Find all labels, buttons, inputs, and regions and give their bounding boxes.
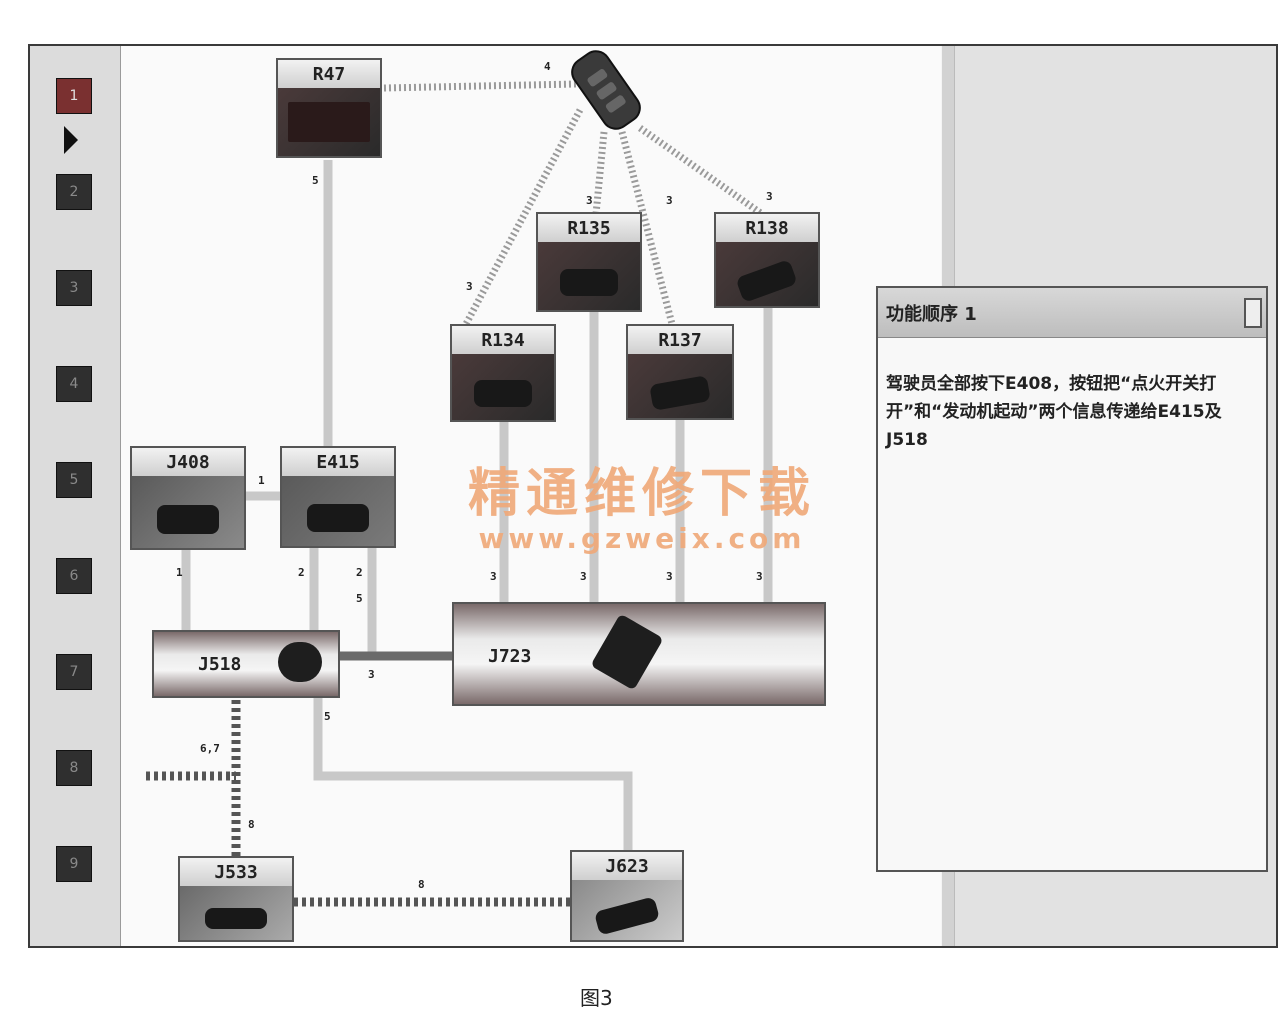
step-button-3[interactable]: 3: [56, 270, 92, 306]
key-fob-icon: [571, 50, 641, 130]
connection-label-key-r135: 3: [586, 194, 593, 207]
node-j533[interactable]: J533: [178, 856, 294, 942]
connection-label-e415-j723-b: 5: [356, 592, 363, 605]
connection-label-key-r137: 3: [666, 194, 673, 207]
connection-label-key-r134: 3: [466, 280, 473, 293]
node-label: J723: [488, 646, 532, 667]
link-key-r134: [462, 108, 584, 326]
node-j723[interactable]: J723: [452, 602, 826, 706]
step-button-8[interactable]: 8: [56, 750, 92, 786]
node-r137[interactable]: R137: [626, 324, 734, 420]
step-button-7[interactable]: 7: [56, 654, 92, 690]
link-key-r137: [618, 131, 676, 325]
step-button-4[interactable]: 4: [56, 366, 92, 402]
connection-label-j518-j533: 8: [248, 818, 255, 831]
connection-label-j408-j518: 1: [176, 566, 183, 579]
node-r135[interactable]: R135: [536, 212, 642, 312]
panel-close-button[interactable]: [1244, 298, 1262, 328]
step-button-9[interactable]: 9: [56, 846, 92, 882]
node-label: R138: [716, 214, 818, 242]
connection-label-j533-j623: 8: [418, 878, 425, 891]
step-button-5[interactable]: 5: [56, 462, 92, 498]
connection-label-j518-ext: 6,7: [200, 742, 220, 755]
function-sequence-panel: 功能顺序 1 驾驶员全部按下E408，按钮把“点火开关打开”和“发动机起动”两个…: [876, 286, 1268, 872]
node-e415[interactable]: E415: [280, 446, 396, 548]
step-button-2[interactable]: 2: [56, 174, 92, 210]
connection-label-key-r47: 4: [544, 60, 551, 73]
watermark-url: www.gzweix.com: [478, 522, 806, 555]
connection-label-r135-j723: 3: [580, 570, 587, 583]
connection-label-j518-j723: 3: [368, 668, 375, 681]
connection-label-r134-j723: 3: [490, 570, 497, 583]
link-key-r47: [383, 80, 577, 92]
node-label: R134: [452, 326, 554, 354]
node-image: [628, 354, 732, 418]
connection-label-j408-e415: 1: [258, 474, 265, 487]
node-j408[interactable]: J408: [130, 446, 246, 550]
node-r138[interactable]: R138: [714, 212, 820, 308]
step-button-6[interactable]: 6: [56, 558, 92, 594]
node-image: [538, 242, 640, 310]
node-image: [452, 354, 554, 420]
node-image: [716, 242, 818, 306]
panel-text: 驾驶员全部按下E408，按钮把“点火开关打开”和“发动机起动”两个信息传递给E4…: [886, 374, 1222, 450]
node-r134[interactable]: R134: [450, 324, 556, 422]
figure-caption: 图3: [580, 986, 613, 1010]
node-image: [278, 88, 380, 156]
active-step-pointer-icon: [64, 126, 78, 154]
node-j518[interactable]: J518: [152, 630, 340, 698]
watermark-text: 精通维修下载: [467, 463, 816, 524]
watermark: 精通维修下载 www.gzweix.com: [462, 464, 822, 554]
link-key-r135: [592, 131, 608, 215]
connection-label-e415-j723-a: 2: [356, 566, 363, 579]
node-image: [132, 476, 244, 548]
node-label: R47: [278, 60, 380, 88]
connection-label-e415-j518: 2: [298, 566, 305, 579]
node-label: J623: [572, 852, 682, 880]
node-label: R135: [538, 214, 640, 242]
connection-label-j518-j623: 5: [324, 710, 331, 723]
connection-label-key-r138: 3: [766, 190, 773, 203]
link-key-r138: [637, 125, 765, 217]
node-image: [282, 476, 394, 546]
step-button-1[interactable]: 1: [56, 78, 92, 114]
node-j623[interactable]: J623: [570, 850, 684, 942]
node-label: E415: [282, 448, 394, 476]
node-label: J408: [132, 448, 244, 476]
node-image: [180, 886, 292, 940]
node-image: [572, 880, 682, 940]
node-r47[interactable]: R47: [276, 58, 382, 158]
node-label: J533: [180, 858, 292, 886]
connection-label-r47-e415: 5: [312, 174, 319, 187]
panel-title: 功能顺序 1: [878, 288, 1266, 338]
connection-label-r137-j723: 3: [666, 570, 673, 583]
node-label: R137: [628, 326, 732, 354]
connection-label-r138-j723: 3: [756, 570, 763, 583]
node-label: J518: [198, 654, 242, 675]
wire-j518-j623: [313, 698, 633, 850]
